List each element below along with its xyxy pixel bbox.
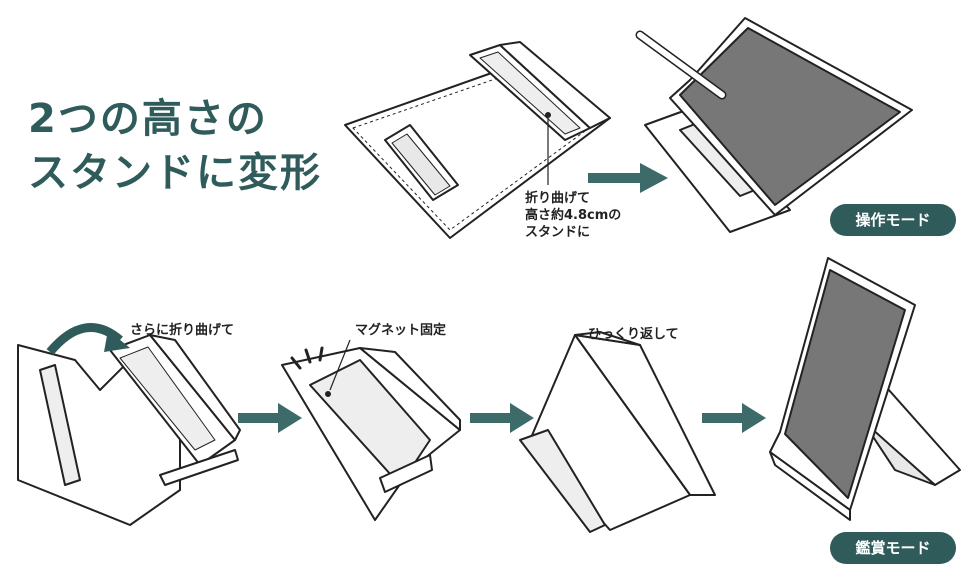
snap-marks-icon bbox=[290, 346, 324, 370]
flat-case-illustration bbox=[344, 41, 611, 239]
callout-line bbox=[329, 339, 351, 391]
callout-dot bbox=[325, 391, 331, 397]
flip-step-illustration bbox=[519, 331, 716, 533]
arrow-head-icon bbox=[278, 403, 302, 433]
viewing-mode-badge: 鑑賞モード bbox=[830, 532, 956, 564]
flip-note: ひっくり返して bbox=[588, 327, 679, 342]
fold-note-line-1: 折り曲げて bbox=[525, 191, 591, 206]
curved-arrow-head-icon bbox=[104, 330, 130, 352]
arrow-head-icon bbox=[640, 163, 668, 193]
fold-note-line-2: 高さ約4.8cmの bbox=[525, 208, 622, 223]
operation-mode-illustration bbox=[635, 17, 913, 233]
headline: 2つの高さの スタンドに変形 bbox=[28, 92, 348, 200]
magnet-step-illustration bbox=[281, 347, 461, 521]
arrow-head-icon bbox=[510, 403, 534, 433]
fold-note: 折り曲げて 高さ約4.8cmの スタンドに bbox=[525, 190, 635, 241]
headline-line-1: 2つの高さの bbox=[28, 96, 268, 142]
callout-dot bbox=[545, 112, 551, 118]
viewing-mode-illustration bbox=[769, 257, 961, 521]
fold-more-note: さらに折り曲げて bbox=[130, 323, 235, 338]
operation-mode-badge: 操作モード bbox=[830, 204, 956, 236]
headline-line-2: スタンドに変形 bbox=[28, 150, 322, 196]
magnet-note: マグネット固定 bbox=[355, 323, 447, 338]
fold-note-line-3: スタンドに bbox=[525, 225, 591, 240]
fold-step-illustration bbox=[17, 334, 241, 526]
arrow-head-icon bbox=[742, 403, 766, 433]
